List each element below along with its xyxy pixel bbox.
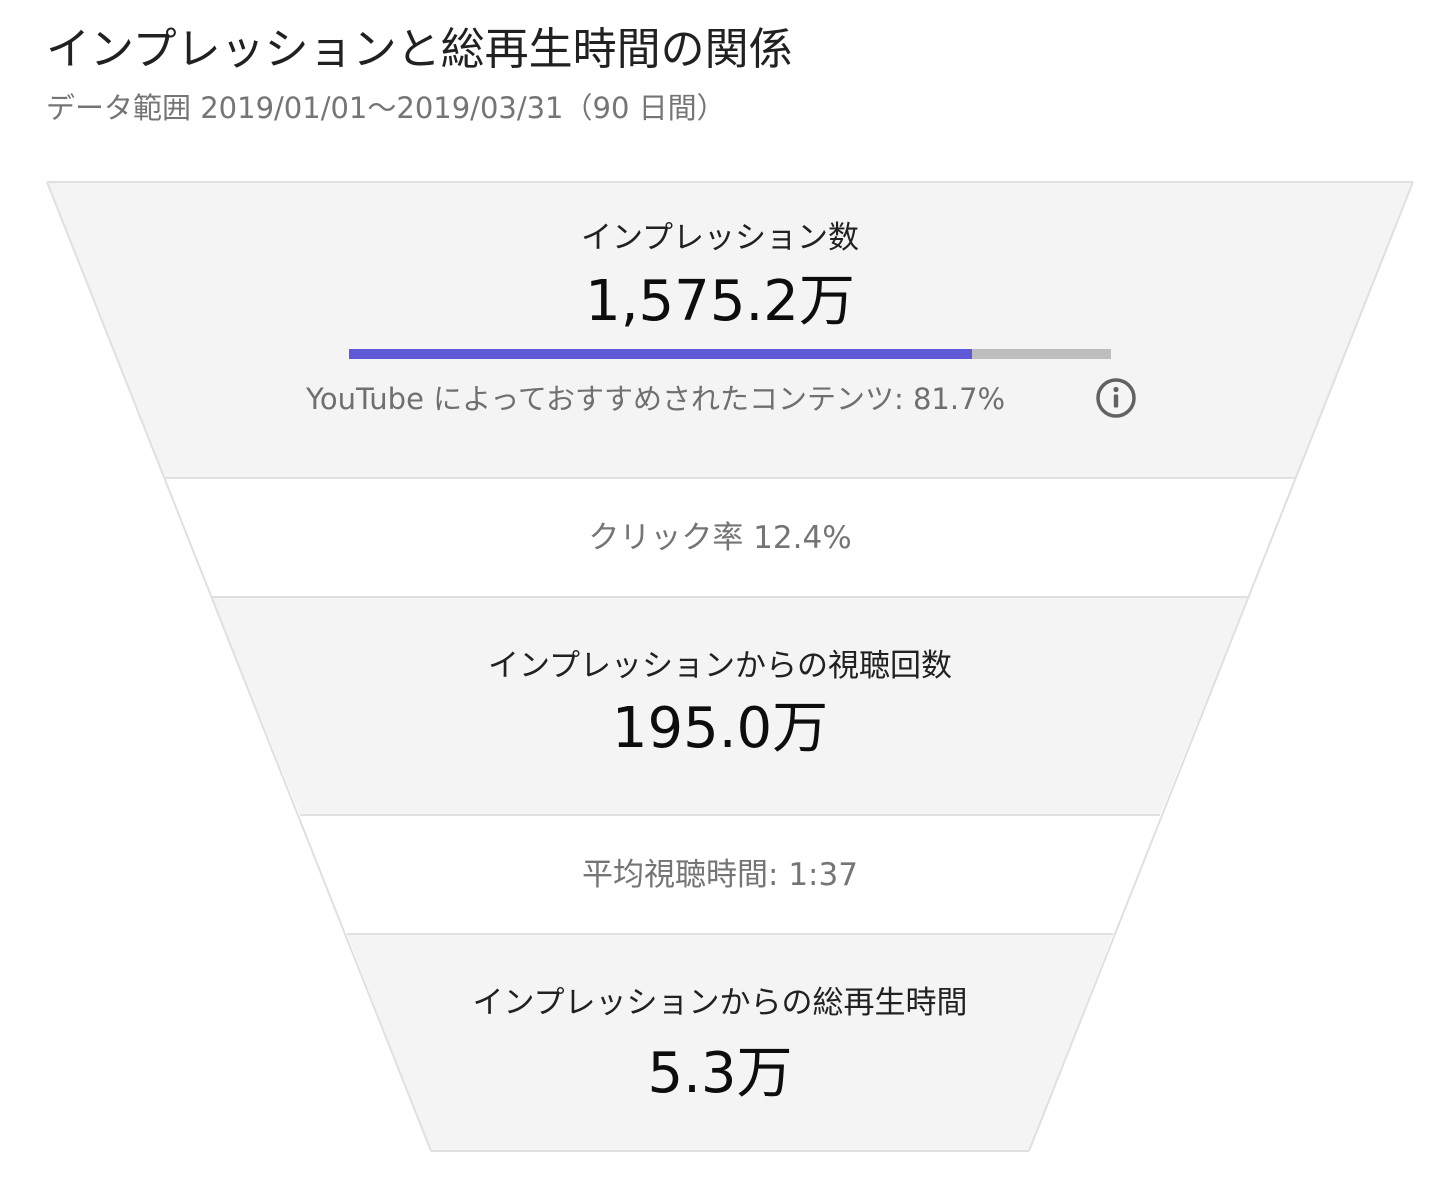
stage-value-views: 195.0万 [611,696,829,761]
funnel-stage-2-band [212,597,1248,815]
funnel-outline [46,181,1414,1152]
funnel-rate-1-shape [165,478,1295,597]
stage-label-views: インプレッションからの視聴回数 [487,648,953,684]
click-through-rate-text: クリック率 12.4% [588,520,852,556]
stage-value-watch-time: 5.3万 [647,1041,793,1106]
stage-label-watch-time: インプレッションからの総再生時間 [472,985,968,1021]
funnel-right-edge [1028,181,1414,1152]
funnel-rate-2-band [300,815,1160,934]
info-circle-icon[interactable] [1094,376,1138,420]
stage-value-impressions: 1,575.2万 [585,269,855,334]
stage-label-impressions: インプレッション数 [580,220,860,256]
average-view-duration-text: 平均視聴時間: 1:37 [582,857,858,893]
funnel-stage-1-band [47,182,1413,478]
funnel-stage-2-shape [212,597,1248,815]
funnel-rate-2-shape [300,815,1160,934]
recommended-share-bar-fill [349,349,972,359]
recommended-share-text: YouTube によっておすすめされたコンテンツ: 81.7% [306,382,1006,416]
funnel-stage-1-shape [47,182,1413,478]
funnel-stage-3-shape [347,934,1113,1151]
recommended-share-bar [349,349,1111,359]
funnel-rate-1-band [165,478,1295,597]
chart-title: インプレッションと総再生時間の関係 [46,24,793,75]
date-range-subtitle: データ範囲 2019/01/01〜2019/03/31（90 日間） [46,91,726,125]
funnel-left-edge [46,181,432,1152]
funnel-stage-3-band [347,934,1113,1151]
